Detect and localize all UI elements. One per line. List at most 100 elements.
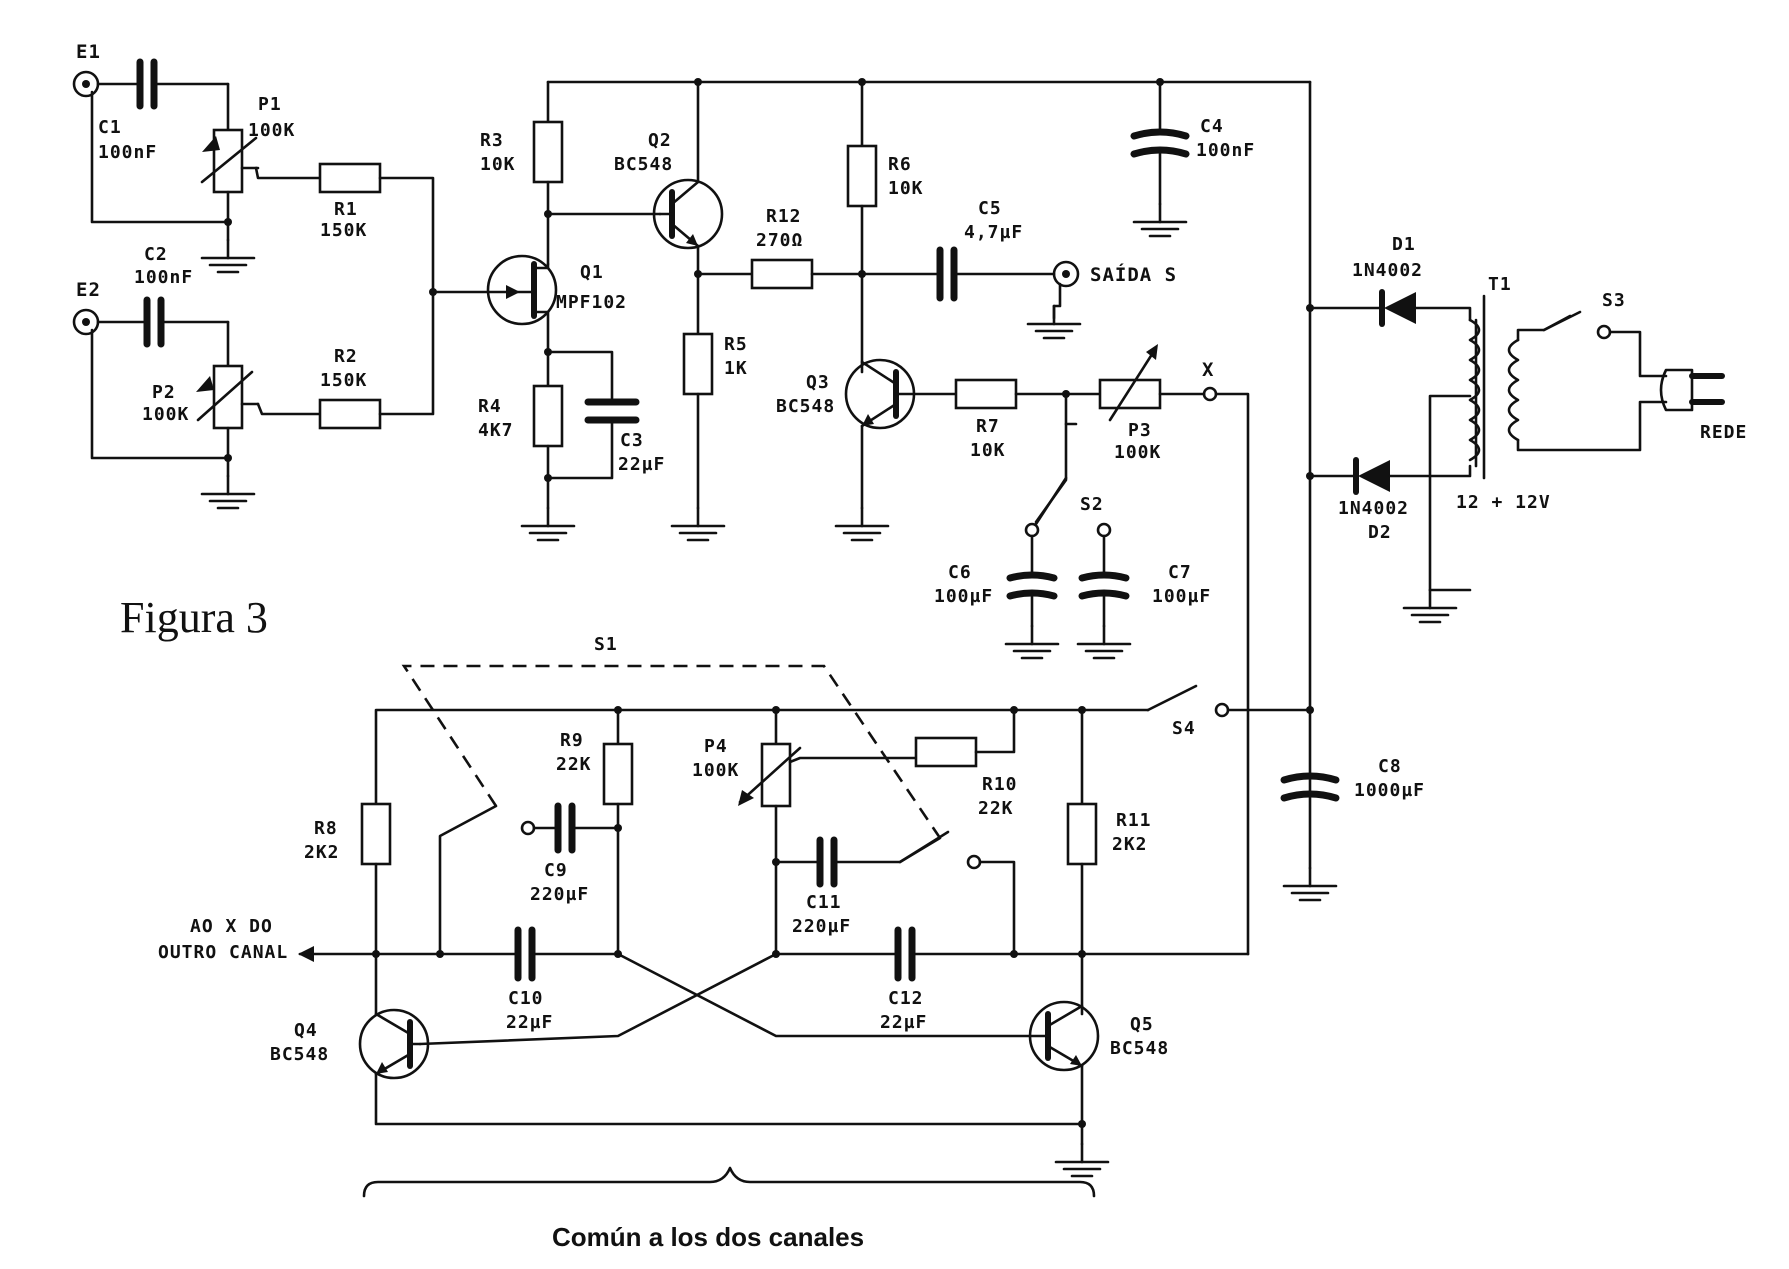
svg-text:2K2: 2K2	[304, 842, 340, 863]
svg-text:MPF102: MPF102	[556, 292, 627, 313]
svg-text:R8: R8	[314, 818, 338, 839]
svg-text:C3: C3	[620, 430, 644, 451]
svg-text:220µF: 220µF	[792, 916, 851, 937]
svg-text:100K: 100K	[248, 120, 295, 141]
input-stage: E1 C1 100nF P1 100K R1 150K	[72, 41, 437, 510]
svg-text:C11: C11	[806, 892, 842, 913]
transistor-q4	[358, 1008, 430, 1080]
resistor-r12	[750, 258, 814, 290]
resistor-r3	[532, 120, 564, 184]
figure-label: Figura 3	[120, 593, 268, 642]
svg-text:S1: S1	[594, 634, 618, 655]
svg-text:BC548: BC548	[776, 396, 835, 417]
resistor-r6	[846, 144, 878, 208]
svg-text:22µF: 22µF	[506, 1012, 553, 1033]
svg-text:C2: C2	[144, 244, 168, 265]
svg-text:100nF: 100nF	[98, 142, 157, 163]
svg-text:Q1: Q1	[580, 262, 604, 283]
svg-text:D1: D1	[1392, 234, 1416, 255]
svg-text:4K7: 4K7	[478, 420, 514, 441]
svg-text:T1: T1	[1488, 274, 1512, 295]
svg-text:C10: C10	[508, 988, 544, 1009]
svg-text:R1: R1	[334, 199, 358, 220]
svg-text:R10: R10	[982, 774, 1018, 795]
svg-text:R6: R6	[888, 154, 912, 175]
svg-text:22K: 22K	[556, 754, 592, 775]
capacitor-c5	[936, 246, 958, 302]
svg-text:R7: R7	[976, 416, 1000, 437]
svg-text:10K: 10K	[970, 440, 1006, 461]
caption: Común a los dos canales	[552, 1222, 864, 1252]
resistor-r5	[682, 332, 714, 396]
mains-plug-icon	[1659, 368, 1725, 412]
svg-text:R4: R4	[478, 396, 502, 417]
svg-text:100K: 100K	[1114, 442, 1161, 463]
svg-text:BC548: BC548	[1110, 1038, 1169, 1059]
svg-text:Q3: Q3	[806, 372, 830, 393]
svg-text:R5: R5	[724, 334, 748, 355]
svg-text:R3: R3	[480, 130, 504, 151]
svg-text:1N4002: 1N4002	[1352, 260, 1423, 281]
resistor-r11	[1066, 802, 1098, 866]
svg-text:22µF: 22µF	[880, 1012, 927, 1033]
svg-text:P1: P1	[258, 94, 282, 115]
capacitor-c8	[1280, 772, 1340, 802]
resistor-r10	[914, 736, 978, 768]
svg-text:R9: R9	[560, 730, 584, 751]
input-jack-e1: E1	[72, 41, 100, 98]
svg-text:S4: S4	[1172, 718, 1196, 739]
svg-text:10K: 10K	[888, 178, 924, 199]
svg-text:AO X DO: AO X DO	[190, 916, 273, 937]
svg-text:1K: 1K	[724, 358, 748, 379]
transistor-q5	[1028, 1000, 1100, 1072]
transistor-q3	[844, 358, 958, 430]
svg-text:100nF: 100nF	[134, 267, 193, 288]
svg-text:2K2: 2K2	[1112, 834, 1148, 855]
svg-text:10K: 10K	[480, 154, 516, 175]
svg-text:BC548: BC548	[614, 154, 673, 175]
resistor-r7	[954, 378, 1018, 410]
input-jack-e2: E2	[72, 279, 101, 336]
potentiometer-p2	[196, 364, 260, 430]
tone-stage: Q3 BC548 R7 10K P3 100K X S2	[776, 344, 1218, 660]
capacitor-c3	[584, 398, 640, 424]
svg-text:100K: 100K	[142, 404, 189, 425]
transistor-q1	[431, 254, 558, 354]
power-supply: D1 1N4002 1N4002 D2 T1 12 + 12V S3	[1280, 80, 1747, 902]
svg-text:R2: R2	[334, 346, 358, 367]
svg-text:E2: E2	[76, 279, 101, 301]
svg-text:SAÍDA S: SAÍDA S	[1090, 263, 1177, 286]
switch-s1-contact-b	[966, 854, 982, 870]
svg-text:C7: C7	[1168, 562, 1192, 583]
svg-text:22K: 22K	[978, 798, 1014, 819]
svg-text:C12: C12	[888, 988, 924, 1009]
output-jack-saida	[1026, 260, 1082, 340]
capacitor-c10	[514, 926, 536, 982]
svg-text:100µF: 100µF	[1152, 586, 1211, 607]
resistor-r1	[318, 162, 382, 194]
svg-text:D2: D2	[1368, 522, 1392, 543]
svg-text:R11: R11	[1116, 810, 1152, 831]
capacitor-c9	[554, 802, 576, 854]
switch-s4	[1146, 684, 1312, 718]
svg-text:BC548: BC548	[270, 1044, 329, 1065]
svg-text:OUTRO CANAL: OUTRO CANAL	[158, 942, 288, 963]
svg-text:R12: R12	[766, 206, 802, 227]
svg-text:1000µF: 1000µF	[1354, 780, 1425, 801]
svg-text:220µF: 220µF	[530, 884, 589, 905]
capacitor-c1	[136, 58, 158, 110]
switch-s3	[1542, 310, 1612, 340]
svg-text:C4: C4	[1200, 116, 1224, 137]
svg-text:Común a los dos canales: Común a los dos canales	[552, 1222, 864, 1252]
svg-text:X: X	[1202, 359, 1214, 381]
potentiometer-p3	[1098, 344, 1162, 422]
potentiometer-p4	[738, 742, 802, 808]
svg-text:12 + 12V: 12 + 12V	[1456, 492, 1551, 513]
capacitor-c4	[1130, 128, 1190, 158]
svg-text:S3: S3	[1602, 290, 1626, 311]
svg-text:REDE: REDE	[1700, 422, 1747, 443]
resistor-r2	[318, 398, 382, 430]
capacitor-c12	[894, 926, 916, 982]
svg-text:C6: C6	[948, 562, 972, 583]
